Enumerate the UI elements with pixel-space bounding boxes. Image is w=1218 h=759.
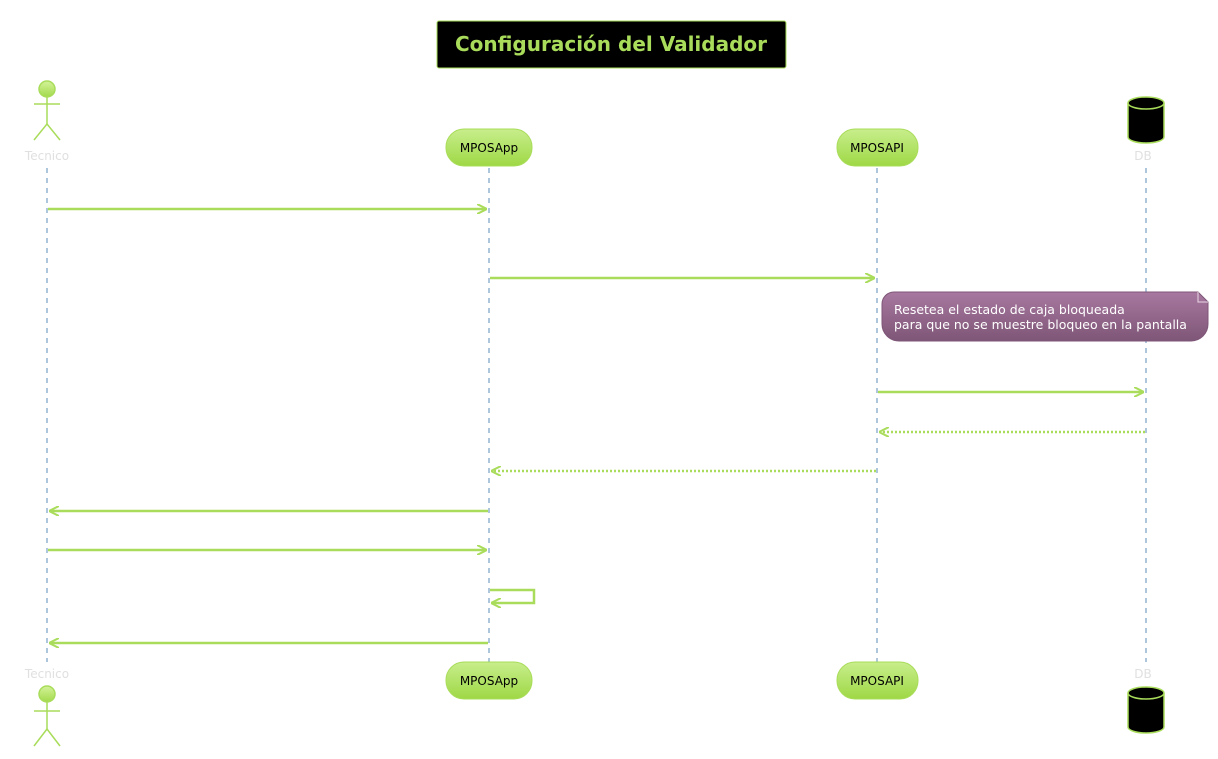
- note-line-1: Resetea el estado de caja bloqueada: [894, 302, 1125, 317]
- actor-tecnico-bottom: Tecnico: [24, 667, 69, 747]
- participant-label: MPOSApp: [460, 674, 518, 688]
- message-8-mposapp-self: [490, 588, 536, 603]
- participant-mposapp-bottom: MPOSApp: [445, 661, 533, 700]
- database-icon: [1127, 686, 1165, 734]
- participant-label: MPOSAPI: [850, 674, 904, 688]
- actor-icon: [33, 80, 61, 141]
- participant-mposapi-bottom: MPOSAPI: [836, 661, 919, 700]
- actor-label: Tecnico: [24, 667, 69, 681]
- diagram-title: Configuración del Validador: [436, 20, 787, 69]
- participant-mposapi-top: MPOSAPI: [836, 128, 919, 167]
- note-mposapi: Resetea el estado de caja bloqueada para…: [881, 291, 1209, 342]
- actor-icon: [33, 685, 61, 747]
- note-line-2: para que no se muestre bloqueo en la pan…: [894, 317, 1187, 332]
- participant-label: MPOSAPI: [850, 141, 904, 155]
- database-db-bottom: DB: [1127, 667, 1165, 734]
- actor-tecnico-top: Tecnico: [24, 80, 69, 163]
- database-label: DB: [1134, 149, 1151, 163]
- actor-label: Tecnico: [24, 149, 69, 163]
- title-text: Configuración del Validador: [455, 32, 767, 56]
- participant-mposapp-top: MPOSApp: [445, 128, 533, 167]
- database-icon: [1127, 96, 1165, 144]
- database-label: DB: [1134, 667, 1151, 681]
- participant-label: MPOSApp: [460, 141, 518, 155]
- database-db-top: DB: [1127, 96, 1165, 163]
